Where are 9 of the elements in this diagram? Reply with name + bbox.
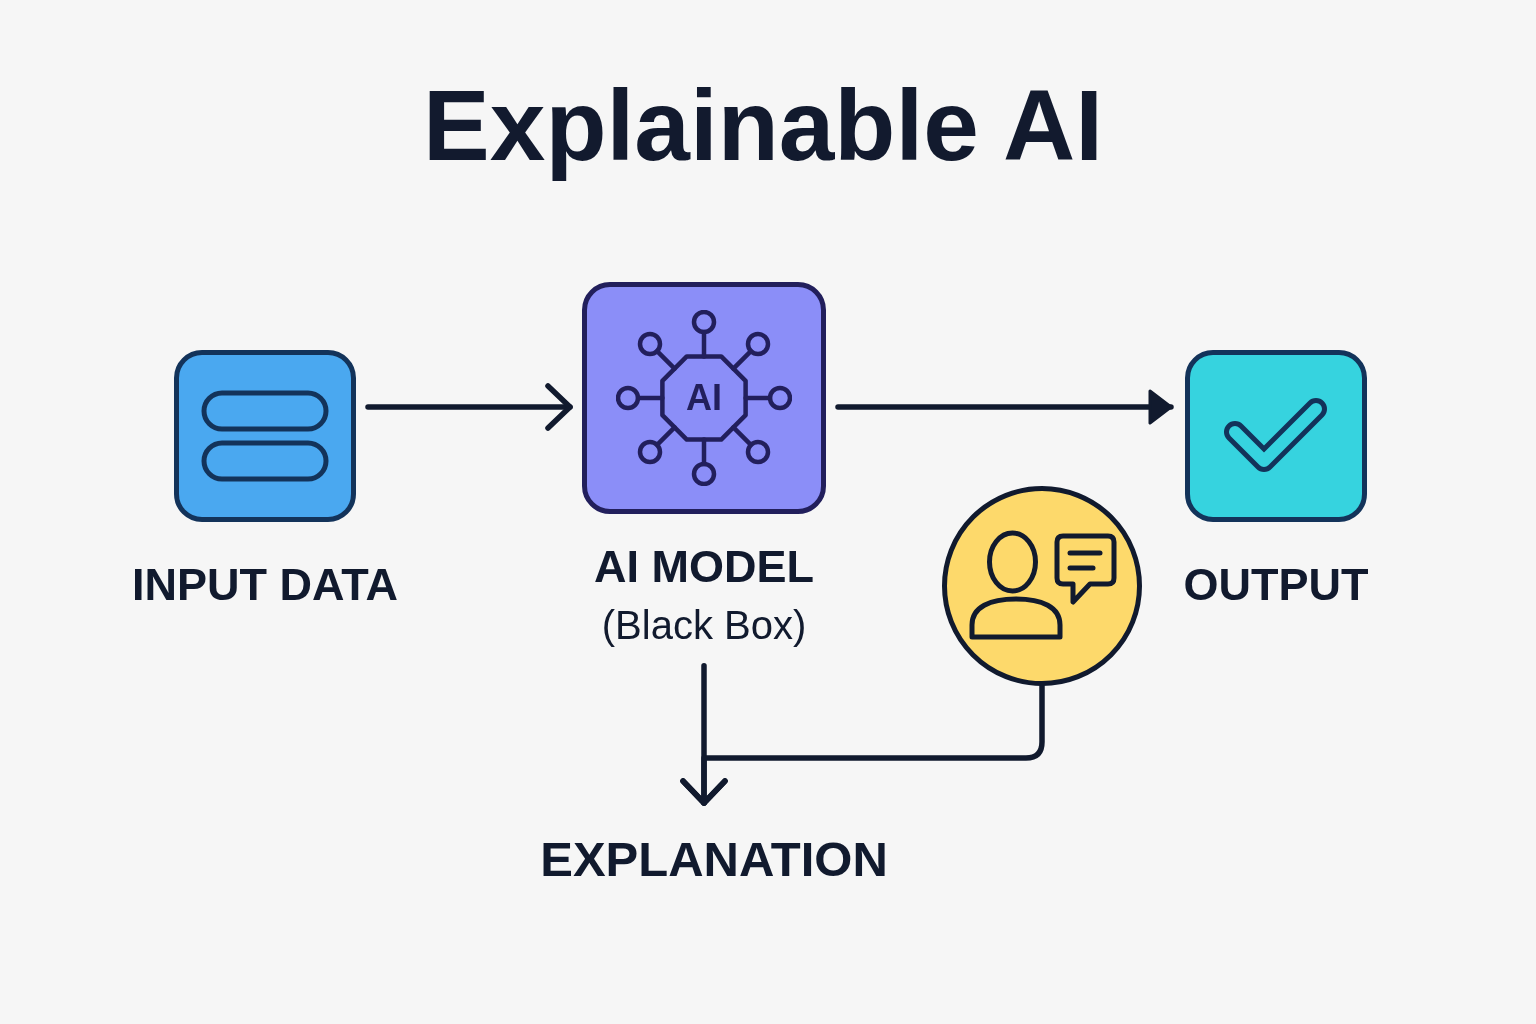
title: Explainable AI — [423, 68, 1103, 183]
arrow — [835, 389, 1174, 425]
node-label: EXPLANATION — [540, 831, 888, 888]
chip-label: AI — [686, 377, 722, 419]
card-label: AI MODEL — [594, 541, 814, 593]
card-label: OUTPUT — [1183, 559, 1369, 611]
arrow — [365, 383, 573, 431]
card-label: INPUT DATA — [132, 559, 398, 611]
card-subtitle: (Black Box) — [601, 601, 807, 648]
